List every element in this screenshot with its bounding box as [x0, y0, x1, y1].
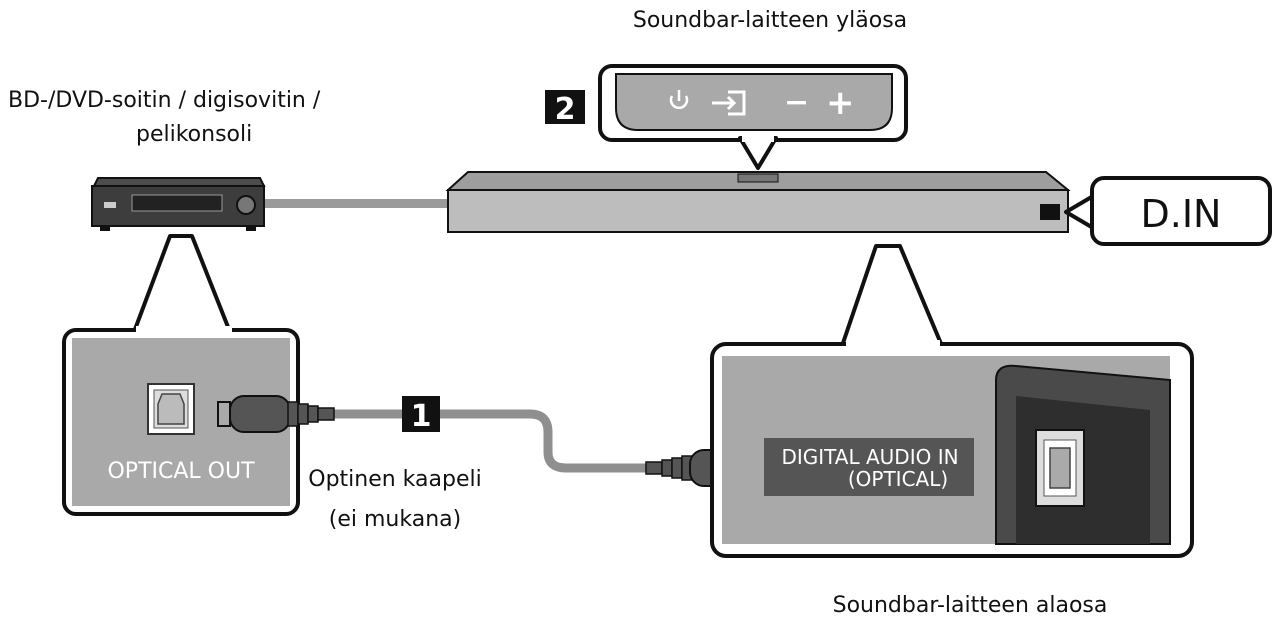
volume-up-button: +	[826, 83, 855, 123]
source-device-label: BD-/DVD-soitin / digisovitin / pelikonso…	[8, 84, 428, 152]
d-in-label: D.IN	[1141, 192, 1222, 236]
cable-label-line1: Optinen kaapeli	[308, 467, 482, 492]
cable-label: Optinen kaapeli (ei mukana)	[295, 460, 495, 540]
soundbar-top-label: Soundbar-laitteen yläosa	[632, 8, 908, 33]
digital-audio-in-label-line1: DIGITAL AUDIO IN	[781, 445, 958, 469]
optical-out-callout: OPTICAL OUT	[62, 234, 300, 516]
soundbar	[445, 171, 1071, 233]
digital-audio-in-label-plate	[764, 438, 974, 496]
digital-audio-in-callout: DIGITAL AUDIO IN (OPTICAL)	[710, 244, 1194, 558]
source-device	[91, 177, 266, 231]
d-in-callout: D.IN	[1064, 176, 1272, 246]
power-icon	[669, 90, 689, 110]
d-in-port	[1040, 204, 1060, 220]
source-device-label-line2: pelikonsoli	[136, 122, 253, 147]
source-input-icon	[712, 90, 746, 116]
volume-down-button: −	[784, 85, 809, 120]
digital-audio-in-port-icon	[1035, 429, 1085, 507]
top-callout: − +	[598, 64, 908, 170]
optical-out-label: OPTICAL OUT	[107, 459, 255, 484]
hdmi-cable-top	[262, 199, 452, 208]
digital-audio-in-label-line2: (OPTICAL)	[848, 467, 948, 491]
svg-text:2: 2	[555, 92, 576, 127]
cable-label-line2: (ei mukana)	[328, 507, 462, 532]
step-2-badge: 2	[545, 90, 585, 127]
optical-out-port-icon	[147, 383, 195, 435]
svg-text:1: 1	[411, 399, 432, 434]
soundbar-bottom-label: Soundbar-laitteen alaosa	[832, 593, 1108, 618]
source-device-label-line1: BD-/DVD-soitin / digisovitin /	[8, 88, 321, 113]
step-1-badge: 1	[402, 396, 440, 434]
